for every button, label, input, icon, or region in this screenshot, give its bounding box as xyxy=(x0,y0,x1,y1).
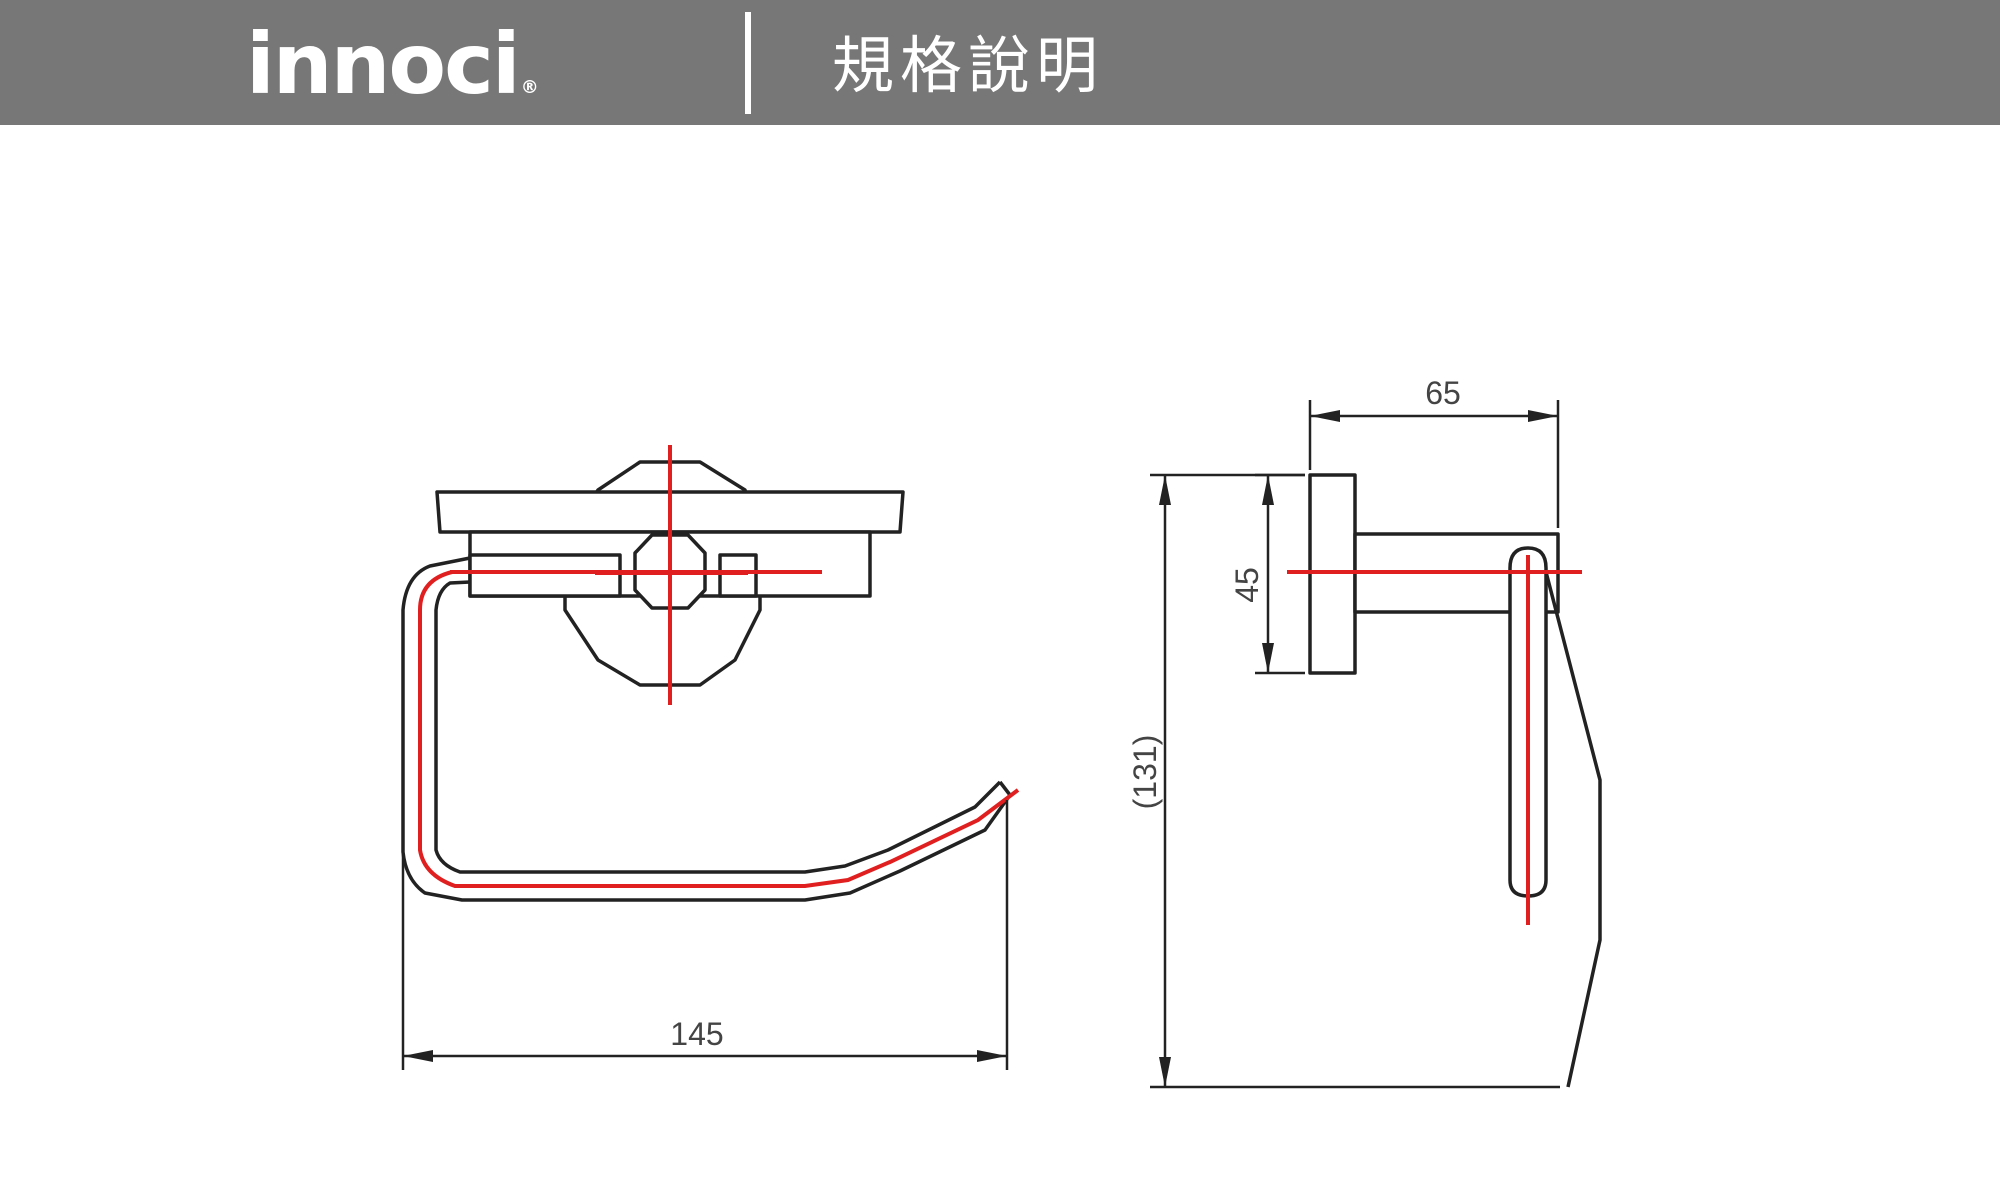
side-height-dimension xyxy=(1150,473,1560,1089)
side-centerlines xyxy=(1287,555,1582,925)
front-rod-end xyxy=(998,780,1012,797)
side-paper-edge xyxy=(1544,571,1602,1088)
brand-logo: innoci® xyxy=(246,14,539,138)
side-view xyxy=(1308,473,1602,1088)
front-rod-centerline xyxy=(418,570,1020,888)
front-view xyxy=(401,460,1012,902)
front-centerlines xyxy=(418,445,1020,888)
technical-drawing: 145 65 45 (131) xyxy=(401,375,1602,1089)
side-base-label: 45 xyxy=(1229,567,1265,603)
page-title: 規格說明 xyxy=(832,29,1105,102)
front-mount-slot-left xyxy=(468,553,622,598)
header-bar: innoci® 規格說明 xyxy=(0,0,2000,125)
front-rod-inner xyxy=(434,580,1002,874)
registered-mark: ® xyxy=(520,77,539,98)
side-depth-label: 65 xyxy=(1425,375,1461,411)
header-divider xyxy=(745,12,751,114)
side-depth-dimension xyxy=(1308,400,1560,528)
brand-name: innoci xyxy=(246,15,521,113)
front-width-label: 145 xyxy=(670,1016,723,1052)
front-mount-slot-right xyxy=(718,553,758,598)
front-width-dimension xyxy=(401,800,1009,1070)
side-height-label: (131) xyxy=(1127,735,1163,810)
